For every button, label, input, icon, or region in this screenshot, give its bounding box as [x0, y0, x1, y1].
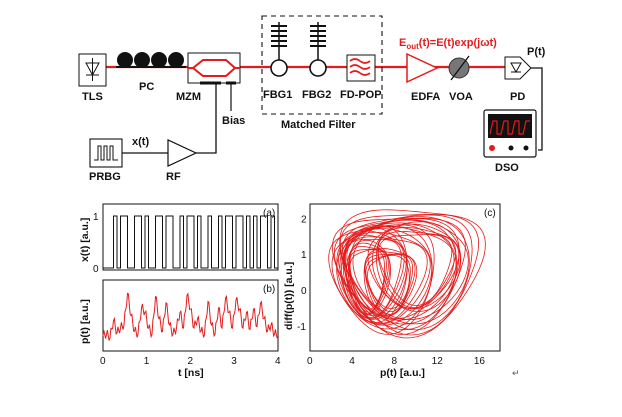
panel-c-tag: (c)	[484, 208, 496, 219]
phase-loop	[333, 218, 460, 331]
voa-label: VOA	[449, 91, 473, 103]
phase-loop	[343, 222, 457, 321]
phase-loop	[328, 224, 435, 335]
panel-c-xtick: 8	[391, 356, 397, 367]
tls-label: TLS	[82, 91, 103, 103]
panel-c-xtick: 12	[432, 356, 444, 367]
phase-loop	[372, 223, 461, 310]
panel-a-ylabel: x(t) [a.u.]	[79, 218, 91, 262]
phase-loop	[346, 216, 470, 325]
panel-b-frame	[102, 279, 279, 352]
phase-loop	[377, 231, 457, 308]
rf-input-label: x(t)	[132, 136, 149, 148]
phase-loop	[376, 227, 460, 309]
panel-c-frame	[309, 203, 501, 352]
phase-loop	[336, 228, 433, 326]
panel-c-xtick: 4	[349, 356, 355, 367]
setup-diagram: TLS PC MZM Bias Matched Filter	[78, 15, 546, 183]
pc-paddles-icon	[117, 52, 184, 68]
panel-b-signal-trace	[102, 292, 278, 341]
panel-c-xtick: 16	[474, 356, 486, 367]
phase-loop	[339, 227, 408, 320]
output-field-equation: Eout(t)=E(t)exp(jωt)	[399, 37, 497, 51]
pd-icon	[504, 56, 532, 80]
dso-label: DSO	[495, 162, 519, 174]
fbg1-icon	[270, 22, 288, 77]
phase-loop	[331, 217, 466, 335]
panel-b-ylabel: p(t) [a.u.]	[79, 299, 91, 344]
fdpop-icon	[346, 54, 376, 82]
panel-c-ylabel: diff(p(t)) [a.u.]	[283, 262, 295, 330]
panel-b-xtick: 0	[100, 356, 106, 367]
phase-loop	[345, 239, 402, 317]
pc-label: PC	[139, 81, 154, 93]
edfa-label: EDFA	[411, 91, 440, 103]
panel-c-xtick: 0	[307, 356, 313, 367]
phase-loop	[367, 221, 462, 312]
panel-c-phase-portrait	[328, 209, 486, 339]
mzm-label: MZM	[176, 91, 201, 103]
matched-filter-box	[261, 15, 383, 115]
rf-amplifier-icon	[167, 139, 198, 167]
panel-a-ytick-0: 0	[93, 264, 99, 275]
phase-loop	[344, 234, 405, 319]
panel-a-ytick-1: 1	[93, 212, 99, 223]
phase-loop	[367, 255, 410, 310]
edfa-amplifier-icon	[406, 52, 439, 84]
matched-filter-label: Matched Filter	[281, 119, 356, 131]
panel-b-xlabel: t [ns]	[178, 367, 204, 379]
panel-c-ytick: 1	[301, 250, 307, 261]
fbg2-icon	[309, 22, 327, 77]
panel-c: (c) 0 4 8 12 16 2 1 0 -1 diff(p(t)) [a.u.] p(t)…	[283, 203, 501, 379]
fbg1-label: FBG1	[263, 89, 292, 101]
panel-a-bit-trace	[103, 215, 278, 269]
prbg-icon	[89, 138, 123, 168]
panel-c-xticks: 0 4 8 12 16	[307, 356, 485, 367]
voa-icon	[448, 55, 470, 81]
panel-c-xlabel: p(t) [a.u.]	[380, 367, 425, 379]
return-mark-icon: ↵	[512, 369, 520, 379]
panel-b: (b) p(t) [a.u.] 0 1 2 3 4 t [ns]	[79, 279, 281, 379]
rf-label: RF	[166, 171, 181, 183]
phase-loop	[341, 214, 473, 331]
panel-c-ytick: -1	[297, 322, 306, 333]
dso-icon	[483, 109, 537, 158]
panel-c-ytick: 2	[301, 214, 307, 225]
panel-a-frame	[102, 203, 279, 271]
panel-b-xticks: 0 1 2 3 4	[100, 356, 281, 367]
panel-a: (a) 1 0 x(t) [a.u.]	[79, 203, 279, 275]
bias-label: Bias	[222, 115, 245, 127]
mzm-box	[187, 52, 241, 84]
phase-loop	[339, 209, 486, 339]
pd-output-label: P(t)	[527, 46, 546, 58]
phase-loop	[340, 231, 431, 325]
phase-loop	[377, 234, 453, 306]
panel-b-xtick: 2	[188, 356, 194, 367]
prbg-label: PRBG	[89, 171, 121, 183]
panel-c-ytick: 0	[301, 286, 307, 297]
panel-a-tag: (a)	[263, 208, 275, 219]
panel-b-xtick: 1	[144, 356, 150, 367]
fdpop-label: FD-POP	[340, 89, 382, 101]
pd-label: PD	[510, 91, 525, 103]
panel-b-tag: (b)	[263, 284, 275, 295]
panel-b-xtick: 3	[231, 356, 237, 367]
panel-b-xtick: 4	[275, 356, 281, 367]
fbg2-label: FBG2	[302, 89, 331, 101]
panel-c-yticks: 2 1 0 -1	[297, 214, 307, 333]
